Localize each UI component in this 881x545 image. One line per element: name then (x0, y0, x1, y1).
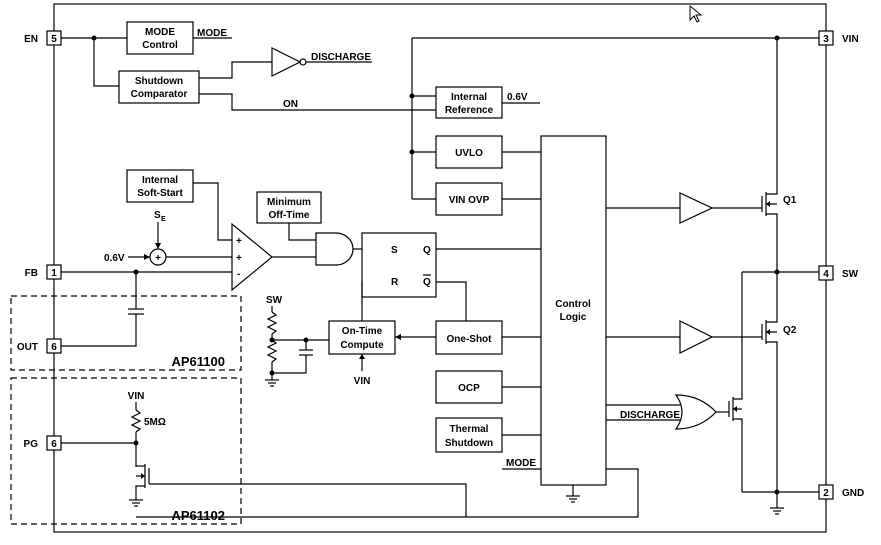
svg-text:5: 5 (51, 34, 57, 45)
svg-text:R: R (391, 277, 399, 288)
svg-text:Internal: Internal (142, 175, 178, 186)
svg-text:6: 6 (51, 342, 57, 353)
reference-voltage-label: 0.6V (507, 92, 528, 103)
pg-vin-label: VIN (128, 391, 145, 402)
discharge-or-input-label: DISCHARGE (620, 410, 680, 421)
svg-text:UVLO: UVLO (455, 148, 483, 159)
svg-text:Compute: Compute (340, 340, 384, 351)
svg-text:MODE: MODE (145, 27, 175, 38)
q1-label: Q1 (783, 195, 797, 206)
and-gate (315, 232, 354, 266)
svg-text:Shutdown: Shutdown (135, 76, 183, 87)
svg-text:Shutdown: Shutdown (445, 438, 493, 449)
svg-text:-: - (237, 269, 240, 280)
ap61102-variant-box (10, 377, 242, 525)
minimum-offtime-block: Minimum Off-Time (256, 191, 322, 224)
pg-resistor-label: 5MΩ (144, 417, 166, 428)
svg-text:SW: SW (842, 269, 859, 280)
q2-driver (679, 320, 714, 354)
q2-transistor (761, 272, 778, 492)
svg-text:Minimum: Minimum (267, 197, 311, 208)
svg-text:OCP: OCP (458, 383, 480, 394)
svg-text:Soft-Start: Soft-Start (137, 188, 183, 199)
mode-signal-label: MODE (197, 28, 227, 39)
pin-out: 6 OUT (17, 338, 62, 354)
ontime-compute-block: On-Time Compute (328, 320, 396, 355)
svg-text:VIN OVP: VIN OVP (449, 195, 490, 206)
vin-ovp-block: VIN OVP (435, 182, 503, 216)
discharge-signal-label: DISCHARGE (311, 52, 371, 63)
svg-text:One-Shot: One-Shot (447, 334, 493, 345)
pg-transistor (135, 464, 150, 500)
thermal-shutdown-block: Thermal Shutdown (435, 417, 503, 453)
svg-text:PG: PG (24, 439, 39, 450)
vin-input-label: VIN (354, 376, 371, 387)
q2-label: Q2 (783, 325, 797, 336)
slope-compensation-label: S (154, 210, 161, 221)
uvlo-block: UVLO (435, 135, 503, 169)
svg-text:On-Time: On-Time (342, 326, 383, 337)
svg-text:+: + (155, 253, 161, 264)
svg-text:2: 2 (823, 488, 829, 499)
pin-vin: 3 VIN (818, 30, 859, 46)
shutdown-comparator-block: Shutdown Comparator (118, 70, 200, 104)
svg-text:FB: FB (25, 268, 38, 279)
error-comparator: + + - (231, 222, 273, 292)
svg-text:S: S (391, 245, 398, 256)
ap61102-label: AP61102 (172, 508, 226, 523)
q1-driver (679, 192, 714, 224)
sw-sense-label: SW (266, 295, 283, 306)
svg-text:GND: GND (842, 488, 864, 499)
svg-text:1: 1 (51, 268, 57, 279)
ocp-block: OCP (435, 370, 503, 404)
fb-reference-label: 0.6V (104, 253, 125, 264)
ap61100-label: AP61100 (172, 354, 226, 369)
svg-text:+: + (236, 253, 242, 264)
divider-resistor-bottom (266, 339, 278, 363)
internal-softstart-block: Internal Soft-Start (126, 169, 194, 203)
control-logic-block: Control Logic (540, 135, 607, 486)
ap61100-variant-box (10, 295, 242, 371)
svg-text:Q: Q (423, 245, 431, 256)
q1-transistor (761, 38, 778, 270)
on-signal-label: ON (283, 99, 298, 110)
discharge-or-gate (674, 394, 717, 430)
svg-text:Thermal: Thermal (450, 424, 489, 435)
svg-text:+: + (236, 236, 242, 247)
pin-gnd: 2 GND (818, 484, 864, 500)
svg-text:VIN: VIN (842, 34, 859, 45)
svg-text:EN: EN (24, 34, 38, 45)
internal-reference-block: Internal Reference (435, 86, 503, 119)
pg-pullup-resistor (130, 409, 142, 433)
one-shot-block: One-Shot (435, 320, 503, 355)
svg-text:Q: Q (423, 277, 431, 288)
discharge-transistor (728, 393, 743, 492)
pin-pg: 6 PG (24, 435, 62, 451)
svg-text:Logic: Logic (560, 312, 587, 323)
svg-text:Control: Control (142, 40, 178, 51)
svg-text:OUT: OUT (17, 342, 38, 353)
svg-text:4: 4 (823, 269, 829, 280)
svg-text:3: 3 (823, 34, 829, 45)
mode-bottom-label: MODE (506, 458, 536, 469)
svg-text:Reference: Reference (445, 105, 494, 116)
mouse-cursor-icon (689, 4, 703, 23)
sr-latch: S R Q Q (361, 232, 437, 298)
svg-text:Internal: Internal (451, 92, 487, 103)
discharge-inverter (271, 47, 302, 77)
svg-text:6: 6 (51, 439, 57, 450)
svg-text:Off-Time: Off-Time (269, 210, 310, 221)
svg-text:Comparator: Comparator (131, 89, 188, 100)
pin-en: 5 EN (24, 30, 62, 46)
mode-control-block: MODE Control (126, 21, 194, 55)
divider-resistor-top (266, 311, 278, 335)
pin-fb: 1 FB (25, 264, 62, 280)
svg-text:Control: Control (555, 299, 591, 310)
pin-sw: 4 SW (818, 265, 859, 281)
slope-compensation-subscript: E (161, 216, 166, 223)
